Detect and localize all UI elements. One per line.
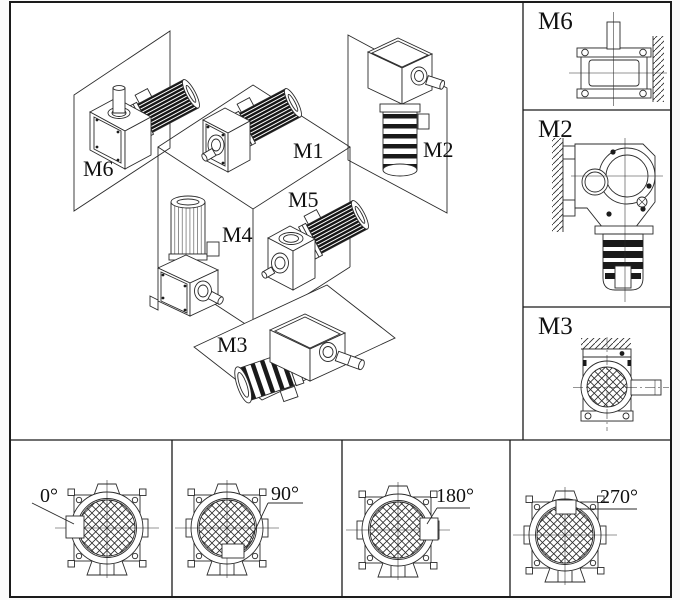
- angle-panel-180: 180°: [345, 481, 474, 581]
- terminal-box: [555, 499, 577, 515]
- angle-label-0: 0°: [40, 485, 58, 507]
- m2-side-view: [552, 138, 663, 302]
- panel-dividers: [10, 2, 671, 597]
- side-panel-m6: M6: [538, 8, 667, 106]
- angle-panel-0: 0°: [31, 479, 160, 579]
- angle-panel-270: 270°: [512, 486, 638, 586]
- ceiling-hatch: [581, 338, 631, 349]
- angle-label-90: 90°: [271, 483, 299, 505]
- wall-hatch: [552, 138, 563, 232]
- terminal-box: [221, 543, 245, 559]
- wall-hatch: [653, 36, 664, 102]
- iso-view-panel: M6 M1 M2 M5 M4 M3: [73, 30, 454, 404]
- gearmotor-m4: [149, 195, 224, 317]
- m3-side-view: [573, 337, 669, 431]
- side-panel-m3: M3: [538, 313, 669, 431]
- angle-label-270: 270°: [600, 486, 638, 508]
- label-m6: M6: [83, 156, 114, 181]
- m6-side-view: [569, 12, 667, 106]
- leader-line: [31, 502, 75, 525]
- gearmotor-m1: [201, 78, 306, 173]
- leader-line: [245, 502, 269, 550]
- label-m2: M2: [423, 137, 454, 162]
- motor-fan-view: [174, 479, 280, 579]
- label-m5: M5: [288, 187, 319, 212]
- gearmotor-m2: [366, 37, 446, 177]
- angle-panel-90: 90°: [174, 479, 303, 579]
- label-m3: M3: [217, 332, 248, 357]
- side-label-m6: M6: [538, 8, 573, 35]
- terminal-box: [419, 517, 439, 541]
- side-panel-m2: M2: [538, 116, 663, 302]
- leader-line: [426, 507, 438, 525]
- gearmotor-m5: [261, 190, 373, 291]
- gearmotor-m6: [89, 69, 204, 170]
- label-m4: M4: [222, 222, 253, 247]
- terminal-box: [65, 515, 85, 539]
- angle-label-180: 180°: [436, 485, 474, 507]
- label-m1: M1: [293, 138, 324, 163]
- gearmotor-m3: [234, 313, 365, 404]
- side-label-m3: M3: [538, 313, 573, 340]
